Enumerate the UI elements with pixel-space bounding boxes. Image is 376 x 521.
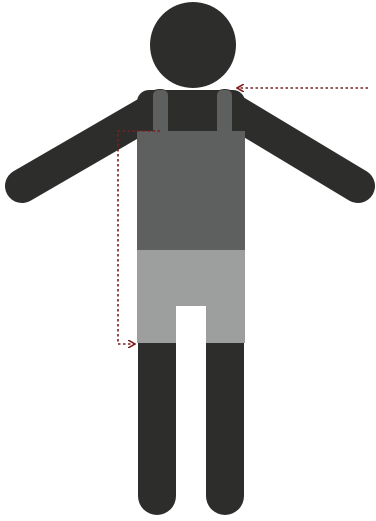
vest-body — [137, 131, 245, 250]
shorts-garment — [137, 250, 245, 343]
vest-strap-right — [217, 90, 232, 132]
vest-strap-left — [153, 90, 168, 132]
head-icon — [150, 2, 236, 88]
